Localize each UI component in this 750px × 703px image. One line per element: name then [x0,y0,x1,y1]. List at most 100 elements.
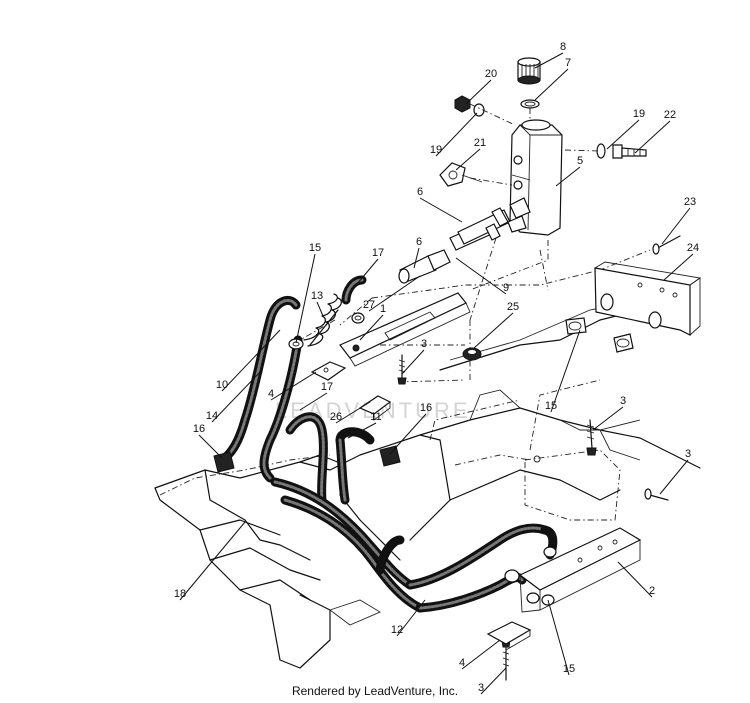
leader-c3c [659,459,689,495]
leader-c16b [198,434,223,459]
callout-c4a: 4 [268,388,274,400]
callout-c25: 25 [507,301,519,313]
leader-c14 [211,369,263,423]
bracket-4 [310,361,347,381]
callout-c19b: 19 [633,108,645,120]
callout-c13: 13 [311,290,323,302]
reservoir-cap [517,57,541,85]
leader-c6a [419,197,463,223]
callout-c17a: 17 [372,247,384,259]
leader-c9 [455,257,507,295]
callout-c18: 18 [174,588,186,600]
bracket-plate [594,261,702,336]
spring [303,293,342,347]
footer-credit: Rendered by LeadVenture, Inc. [291,684,459,698]
callout-c15b: 15 [545,400,557,412]
leader-c3d [480,667,507,695]
callout-c5: 5 [577,155,583,167]
leader-c16a [389,413,427,455]
leader-c15c [547,599,570,676]
leader-c24 [663,253,694,281]
leader-c19b [606,119,640,150]
callout-c2: 2 [649,585,655,597]
leader-c6b [413,247,420,269]
leaders-dashed [299,103,601,383]
callout-c3d: 3 [478,682,484,694]
callout-c21: 21 [474,137,486,149]
callout-c4b: 4 [459,657,465,669]
callout-c3a: 3 [421,338,427,350]
leader-c23 [661,207,691,245]
cap-gasket [520,99,540,109]
leader-c11 [347,422,377,439]
leader-c17a [351,258,379,291]
leader-c18 [179,521,246,601]
hose-17-top [341,275,367,305]
callout-c16a: 16 [420,402,432,414]
callout-c17b: 17 [321,381,333,393]
callout-c23: 23 [684,196,696,208]
callout-c9: 9 [503,282,509,294]
grommet [462,347,482,361]
callout-c11: 11 [370,411,381,423]
callout-c15c: 15 [563,663,575,675]
callout-c20: 20 [485,68,497,80]
callout-c22: 22 [664,109,676,121]
hose-clamps [213,312,557,606]
callout-c6b: 6 [416,236,422,248]
leader-c15b [550,329,581,413]
leader-c2 [617,561,653,598]
leader-c3b [592,406,624,431]
callout-c24: 24 [687,242,699,254]
bracket-4-lower [486,621,532,651]
bracket-1 [339,292,471,367]
leader-c26 [335,401,371,424]
callout-c27: 27 [363,299,375,311]
callout-c8: 8 [560,41,566,53]
leader-c21 [455,148,481,171]
nut-and-washer [454,95,485,117]
callout-c3b: 3 [620,395,626,407]
leader-c17b [299,392,328,411]
leader-c3a [401,349,425,375]
fittings [398,197,531,284]
callout-c16b: 16 [193,423,205,435]
leader-c4a [270,371,317,401]
leader-c8 [534,52,564,69]
callout-leaders [179,52,694,695]
callout-c19a: 19 [430,144,442,156]
hose-10-14 [217,296,303,483]
callout-c12: 12 [391,624,403,636]
rivet-23 [652,235,681,255]
hose-18 [270,477,425,613]
callout-c3c: 3 [685,448,691,460]
leader-c27 [368,275,421,312]
hose-17-26 [285,412,375,505]
bracket-plate-lower [518,527,642,613]
clamp-21 [439,162,483,187]
hose-clamps-right [565,317,634,353]
leader-c5 [555,166,581,187]
leader-c19a [435,112,478,157]
callout-c1: 1 [380,303,386,315]
leader-c25 [473,312,514,349]
callout-c14: 14 [206,410,218,422]
leader-c12 [396,599,426,637]
callout-c6a: 6 [417,186,423,198]
leader-c4b [461,639,501,670]
leader-c7 [534,68,569,101]
callout-c15a: 15 [309,242,321,254]
leader-c22 [634,120,671,154]
bolt-and-washer [596,143,647,159]
leader-c1 [359,314,384,341]
leader-c10 [221,329,281,392]
callout-c26: 26 [330,411,342,423]
leader-c15a [295,253,316,344]
callout-c7: 7 [565,57,571,69]
callout-c10: 10 [216,379,228,391]
leader-c13 [316,301,324,317]
bracket-26 [358,395,392,421]
leader-c20 [465,79,492,105]
